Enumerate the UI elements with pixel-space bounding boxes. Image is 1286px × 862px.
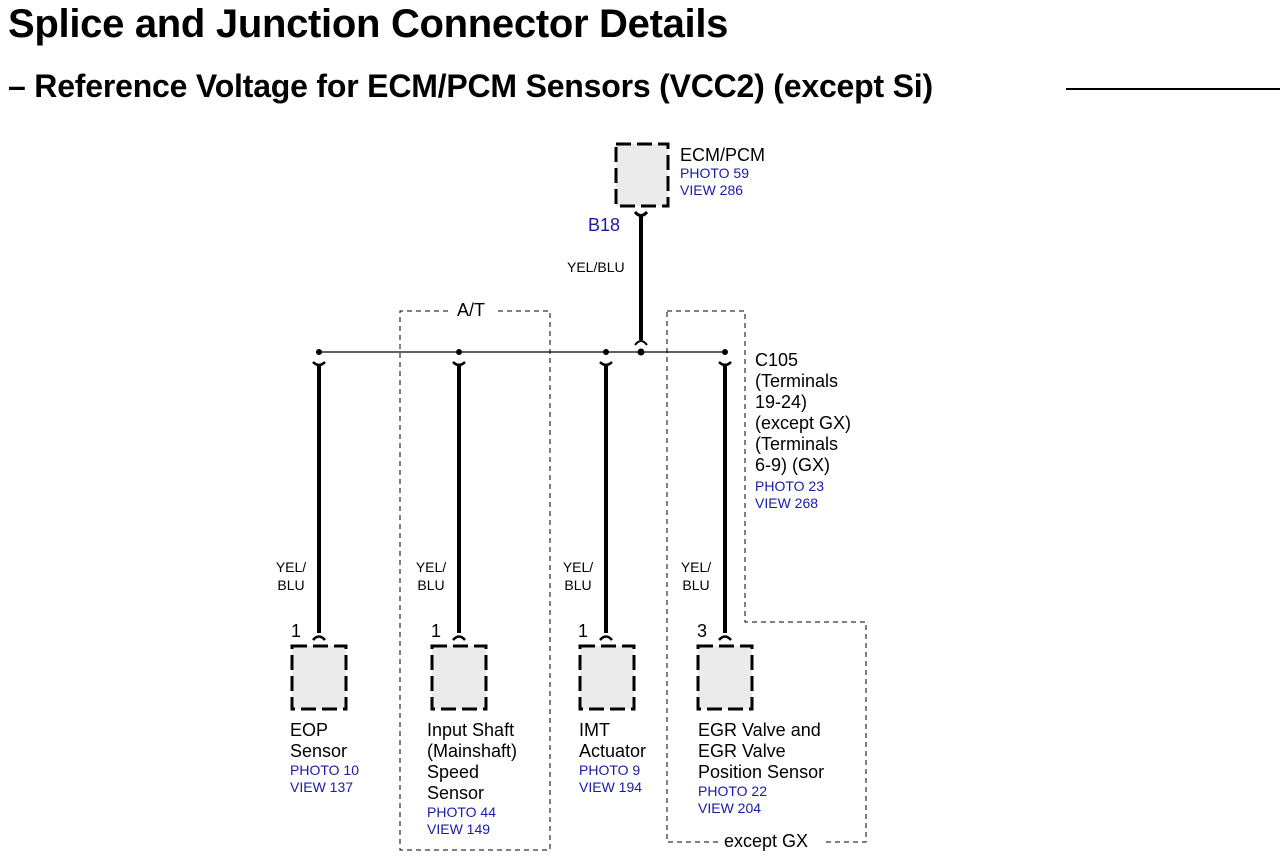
- pin-number: 3: [697, 621, 708, 641]
- pin-number: 1: [578, 621, 589, 641]
- bus-node: [316, 349, 322, 355]
- sensor-terminal-symbol: [599, 635, 613, 641]
- ecm-wire-color: YEL/BLU: [567, 259, 625, 275]
- ecm-view-link[interactable]: VIEW 286: [680, 182, 744, 198]
- eop-view-link[interactable]: VIEW 137: [290, 779, 354, 795]
- subtitle-rule: [1066, 88, 1280, 90]
- imt-photo-link[interactable]: PHOTO 9: [579, 762, 641, 778]
- except-gx-zone-border: [666, 310, 867, 843]
- connector-terminal-symbol: [718, 361, 732, 367]
- input-shaft-sensor-label: Input Shaft (Mainshaft) Speed Sensor: [427, 720, 518, 803]
- junction-line: C105: [755, 350, 799, 370]
- bus-node: [603, 349, 609, 355]
- branch-wire-color: YEL/ BLU: [562, 559, 594, 593]
- imt-view-link[interactable]: VIEW 194: [579, 779, 643, 795]
- junction-photo-link[interactable]: PHOTO 23: [755, 478, 824, 494]
- connector-terminal-symbol: [312, 361, 326, 367]
- junction-line: (except GX): [755, 413, 852, 433]
- ecm-photo-link[interactable]: PHOTO 59: [680, 165, 749, 181]
- branch-wire-color: YEL/ BLU: [275, 559, 307, 593]
- junction-line: 6-9) (GX): [755, 455, 831, 475]
- branch-wire-color: YEL/ BLU: [415, 559, 447, 593]
- except-gx-zone-label: except GX: [718, 831, 815, 852]
- junction-line: (Terminals: [755, 371, 839, 391]
- bus-node: [456, 349, 462, 355]
- ecm-terminal-label: B18: [588, 215, 621, 235]
- bus-node: [722, 349, 728, 355]
- pin-number: 1: [431, 621, 442, 641]
- egr-valve-connector[interactable]: [696, 644, 754, 711]
- eop-photo-link[interactable]: PHOTO 10: [290, 762, 359, 778]
- junction-view-link[interactable]: VIEW 268: [755, 495, 819, 511]
- imt-actuator-label: IMT Actuator: [579, 720, 647, 761]
- imt-actuator-connector[interactable]: [578, 644, 636, 711]
- junction-line: (Terminals: [755, 434, 839, 454]
- input-shaft-view-link[interactable]: VIEW 149: [427, 821, 491, 837]
- pin-number: 1: [291, 621, 302, 641]
- splice-point: [637, 348, 645, 356]
- connector-terminal-symbol: [599, 361, 613, 367]
- sensor-terminal-symbol: [312, 635, 326, 641]
- sensor-terminal-symbol: [718, 635, 732, 641]
- egr-view-link[interactable]: VIEW 204: [698, 800, 762, 816]
- branch-wire-color: YEL/ BLU: [680, 559, 712, 593]
- junction-label: C105 (Terminals 19-24) (except GX) (Term…: [755, 350, 851, 476]
- splice-jumper: [634, 340, 648, 346]
- page-title: Splice and Junction Connector Details: [8, 2, 729, 46]
- sensor-terminal-symbol: [452, 635, 466, 641]
- egr-valve-label: EGR Valve and EGR Valve Position Sensor: [698, 720, 825, 782]
- ecm-pcm-connector[interactable]: [614, 142, 670, 208]
- input-shaft-photo-link[interactable]: PHOTO 44: [427, 804, 496, 820]
- page-subtitle: – Reference Voltage for ECM/PCM Sensors …: [8, 68, 933, 104]
- input-shaft-sensor-connector[interactable]: [430, 644, 488, 711]
- egr-photo-link[interactable]: PHOTO 22: [698, 783, 767, 799]
- at-zone-label: A/T: [451, 300, 492, 321]
- eop-sensor-label: EOP Sensor: [290, 720, 348, 761]
- connector-terminal-symbol: [452, 361, 466, 367]
- eop-sensor-connector[interactable]: [290, 644, 348, 711]
- ecm-pcm-label: ECM/PCM: [680, 145, 765, 165]
- ecm-terminal-symbol: [633, 210, 649, 217]
- junction-line: 19-24): [755, 392, 808, 412]
- at-zone-border: [399, 310, 551, 851]
